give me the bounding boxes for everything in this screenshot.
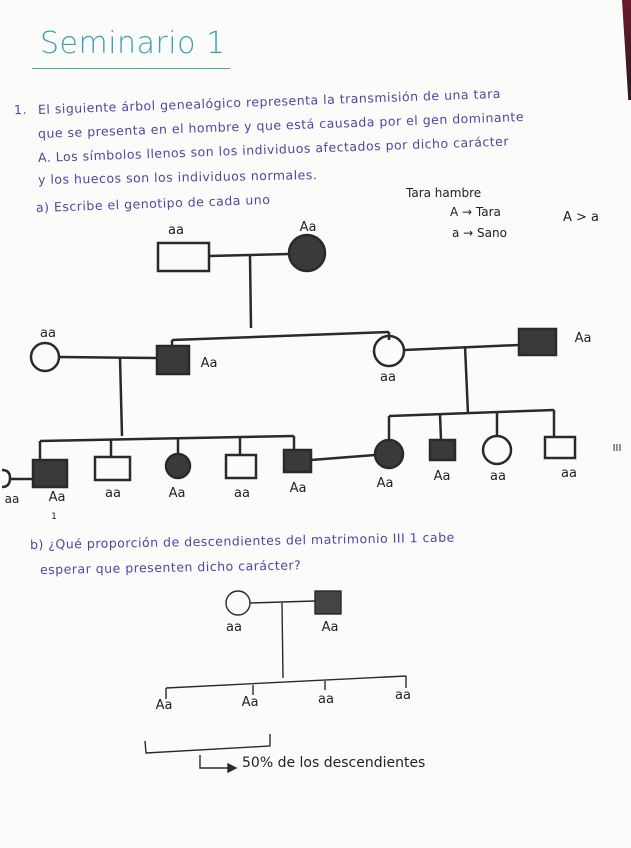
- offspring-2-genotype: Aa: [241, 695, 259, 710]
- gen3-right-2-genotype: Aa: [433, 469, 451, 484]
- gen3-sibling-4-symbol: [224, 453, 258, 480]
- gen1-female-genotype: Aa: [299, 220, 317, 235]
- cross-father-symbol: [314, 590, 342, 615]
- gen2-left-male-symbol: [155, 344, 191, 376]
- gen3-right-female-3-symbol: [481, 434, 513, 466]
- gen2-left-spouse-genotype: aa: [40, 326, 56, 341]
- legend-title: Tara hambre: [406, 186, 482, 200]
- cross-father-genotype: Aa: [321, 620, 339, 635]
- gen3-sibling-4-genotype: aa: [234, 486, 250, 501]
- gen2-right-female-symbol: [372, 334, 406, 368]
- gen3-right-male-2-symbol: [428, 438, 457, 462]
- legend-row-recessive: a → Sano: [452, 226, 507, 240]
- gen1-male-symbol: [156, 241, 211, 273]
- gen2-right-female-genotype: aa: [380, 370, 396, 385]
- gen1-male-genotype: aa: [168, 223, 184, 238]
- gen3-sibling-2-symbol: [93, 455, 132, 482]
- legend-row-dominant: A → Tara: [450, 205, 501, 219]
- page-edge-shadow: [622, 0, 631, 100]
- gen1-female-symbol: [287, 233, 327, 273]
- gen3-right-female-1-symbol: [373, 438, 405, 470]
- individual-number-mark: 1: [51, 512, 57, 522]
- gen3-right-1-genotype: Aa: [376, 476, 394, 491]
- gen3-individual-1-genotype: Aa: [48, 490, 66, 505]
- gen3-spouse-genotype: aa: [4, 492, 20, 506]
- page-title: Seminario 1: [40, 26, 226, 61]
- gen2-left-male-genotype: Aa: [200, 356, 218, 371]
- gen3-individual-1-symbol: [31, 458, 69, 489]
- offspring-3-genotype: aa: [318, 692, 334, 707]
- gen2-right-spouse-genotype: Aa: [574, 331, 592, 346]
- title-underline: [32, 68, 230, 69]
- gen3-right-4-genotype: aa: [561, 466, 577, 481]
- gen3-right-male-4-symbol: [543, 435, 577, 460]
- gen3-sibling-2-genotype: aa: [105, 486, 121, 501]
- generation-label: III: [612, 443, 622, 454]
- gen3-sibling-3-genotype: Aa: [168, 486, 186, 501]
- cross-answer: 50% de los descendientes: [242, 755, 426, 771]
- gen2-left-spouse-symbol: [29, 341, 61, 373]
- gen3-right-3-genotype: aa: [490, 469, 506, 484]
- gen3-sibling-5-symbol: [282, 448, 313, 474]
- offspring-4-genotype: aa: [395, 688, 411, 703]
- cross-mother-genotype: aa: [226, 620, 242, 635]
- gen3-spouse-partial-symbol: [1, 468, 12, 489]
- legend-dominance: A > a: [563, 210, 600, 225]
- gen3-sibling-5-genotype: Aa: [289, 481, 307, 496]
- offspring-1-genotype: Aa: [155, 698, 173, 713]
- cross-mother-symbol: [225, 590, 251, 616]
- gen3-sibling-3-symbol: [164, 452, 192, 480]
- gen2-right-spouse-symbol: [517, 327, 558, 357]
